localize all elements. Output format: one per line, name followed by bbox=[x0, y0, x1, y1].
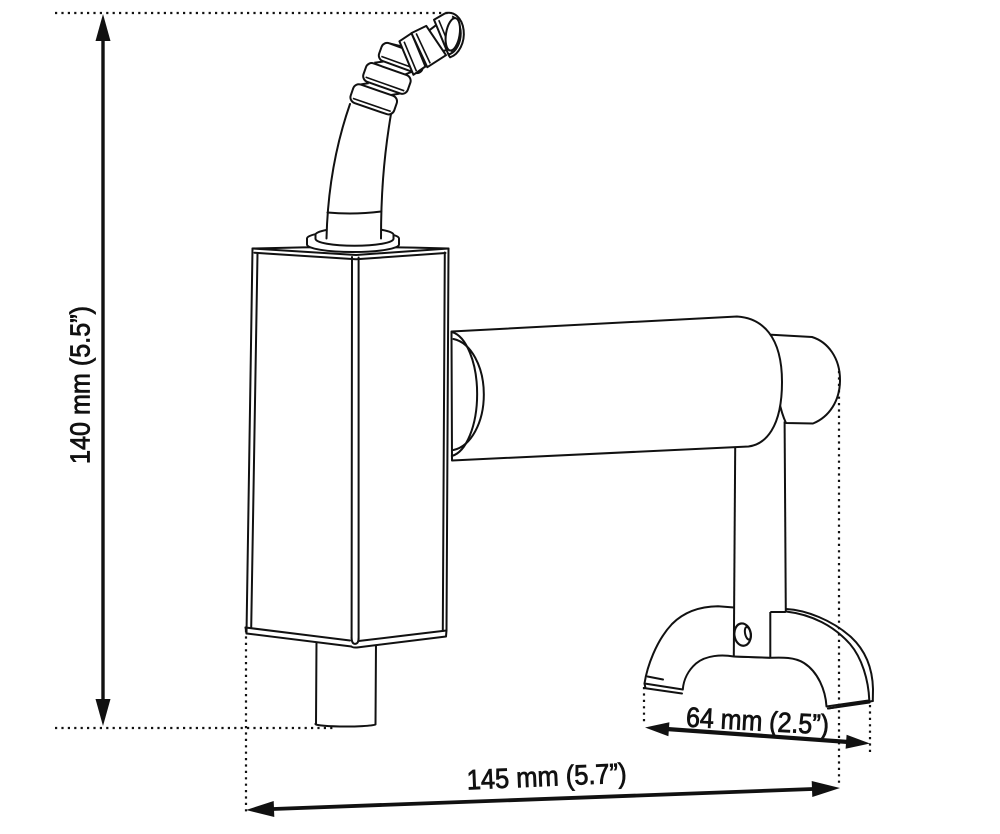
svg-text:145 mm (5.7”): 145 mm (5.7”) bbox=[466, 758, 627, 796]
svg-text:64 mm (2.5”): 64 mm (2.5”) bbox=[685, 702, 830, 741]
svg-text:140 mm (5.5”): 140 mm (5.5”) bbox=[65, 306, 96, 464]
